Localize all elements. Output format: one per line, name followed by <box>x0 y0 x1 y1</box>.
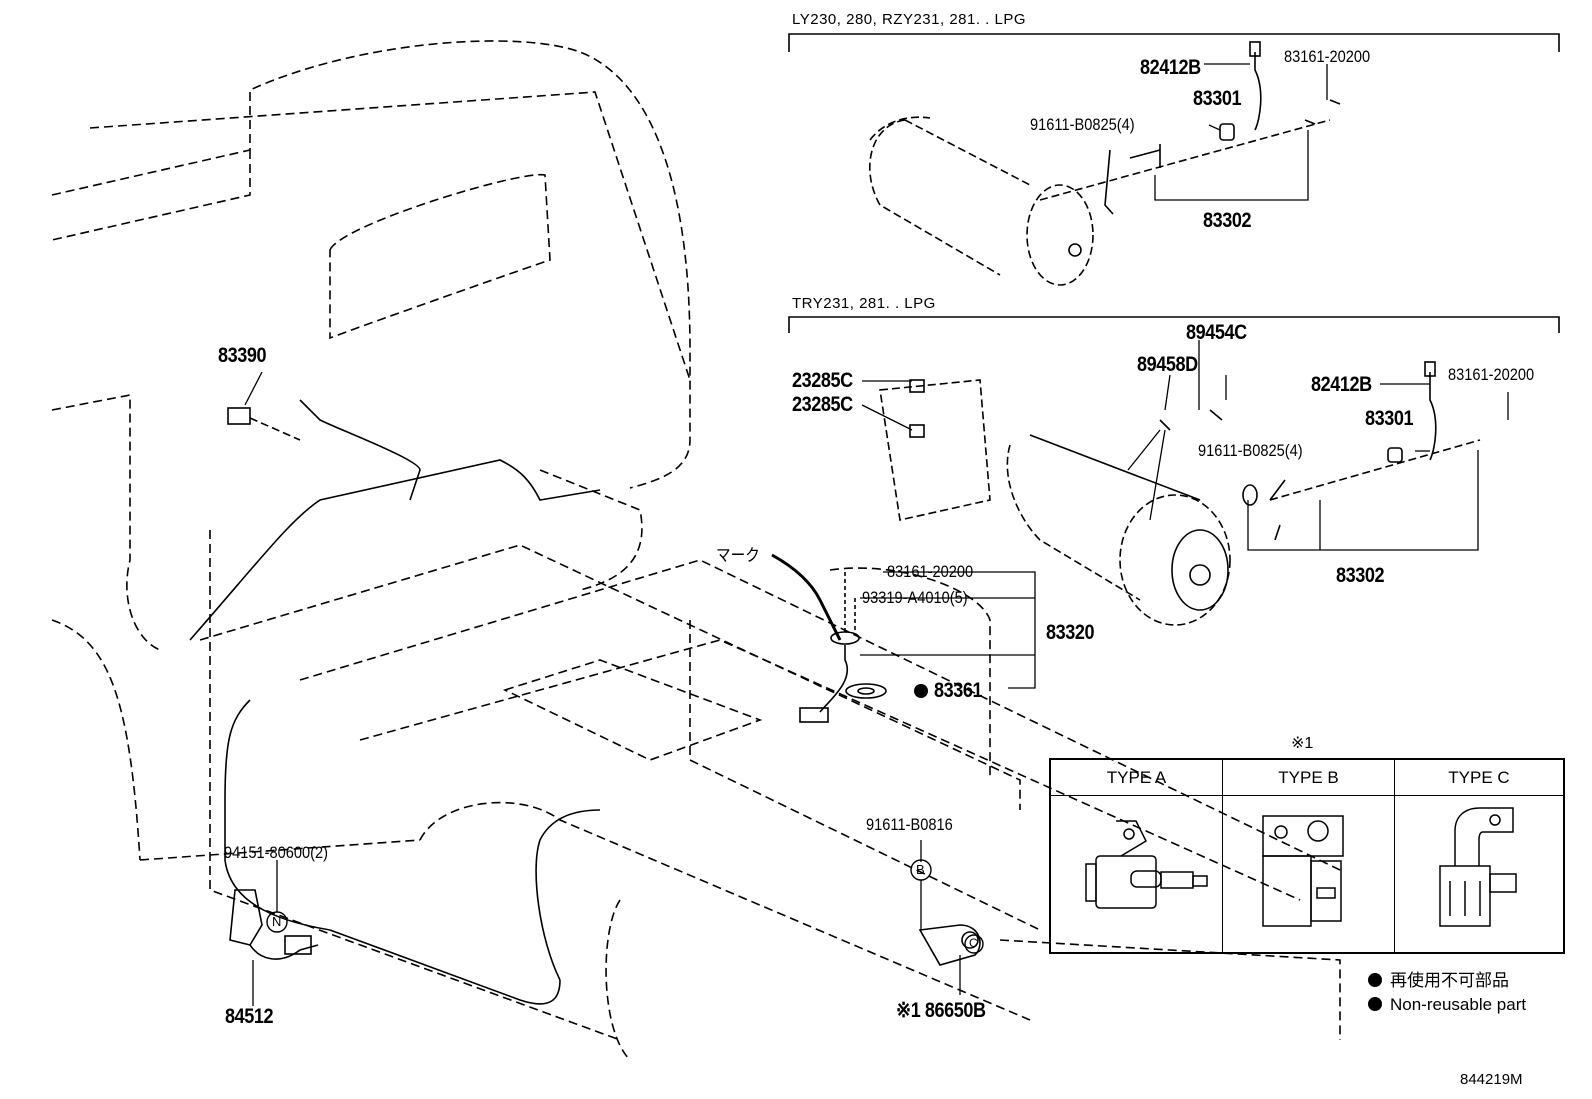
non-reusable-dot <box>914 684 928 698</box>
type-b-illustration <box>1223 796 1395 954</box>
vehicle-cab-outline <box>51 40 691 1041</box>
part-83320[interactable]: 83320 <box>1046 621 1095 644</box>
section-brackets <box>788 33 1560 333</box>
fuel-sender-assembly <box>799 572 887 723</box>
switch-83390 <box>227 399 421 501</box>
part-91611-B0825-upper[interactable]: 91611-B0825(4) <box>1030 115 1135 134</box>
type-table: TYPE A TYPE B TYPE C <box>1049 758 1565 954</box>
leader-lines <box>244 63 1509 1006</box>
part-83302-lower[interactable]: 83302 <box>1336 564 1385 587</box>
legend-dot-jp <box>1368 973 1382 987</box>
callout-C: C <box>969 936 978 950</box>
type-c-connector-icon <box>1439 807 1517 927</box>
part-86650B[interactable]: ※1 86650B <box>896 999 986 1022</box>
section-header-upper: LY230, 280, RZY231, 281. . LPG <box>792 11 1027 28</box>
part-91611-B0816[interactable]: 91611-B0816 <box>866 815 953 834</box>
type-b-connector-icon <box>1262 815 1344 927</box>
type-c-illustration <box>1395 796 1563 954</box>
section-header-lower: TRY231, 281. . LPG <box>792 295 936 312</box>
lpg-tank-upper <box>869 41 1341 286</box>
part-83302-upper[interactable]: 83302 <box>1203 209 1252 232</box>
part-89454C[interactable]: 89454C <box>1186 321 1247 344</box>
type-b-header: TYPE B <box>1223 760 1395 796</box>
mark-label: マーク <box>716 546 760 565</box>
part-83301-upper[interactable]: 83301 <box>1193 87 1242 110</box>
callout-N: N <box>272 914 282 929</box>
diagram-id: 844219M <box>1460 1071 1523 1088</box>
sensor-86650B <box>918 924 981 966</box>
legend-jp-text: 再使用不可部品 <box>1390 971 1509 990</box>
type-c-header: TYPE C <box>1395 760 1563 796</box>
part-93319-A4010[interactable]: 93319-A4010(5) <box>862 588 968 607</box>
lpg-tank-lower <box>879 361 1481 626</box>
part-91611-B0825-lower[interactable]: 91611-B0825(4) <box>1198 441 1303 460</box>
type-a-header: TYPE A <box>1051 760 1223 796</box>
part-83361[interactable]: 83361 <box>934 679 983 702</box>
part-83161-20200-upper[interactable]: 83161-20200 <box>1284 47 1371 66</box>
legend-non-reusable-jp: 再使用不可部品 <box>1368 972 1509 989</box>
type-table-note: ※1 <box>1291 735 1314 752</box>
type-a-connector-icon <box>1085 820 1208 909</box>
part-82412B-upper[interactable]: 82412B <box>1140 56 1201 79</box>
part-94151-80600[interactable]: 94151-80600(2) <box>224 843 329 862</box>
pipe-run <box>189 459 601 1005</box>
legend-non-reusable-en: Non-reusable part <box>1368 996 1526 1013</box>
legend-en-text: Non-reusable part <box>1390 995 1527 1014</box>
type-a-illustration <box>1051 796 1223 954</box>
part-82412B-lower[interactable]: 82412B <box>1311 373 1372 396</box>
switch-84512 <box>229 889 319 960</box>
callout-B: B <box>916 862 925 877</box>
part-89458D[interactable]: 89458D <box>1137 353 1198 376</box>
chassis-frame <box>199 469 1341 1061</box>
part-23285C-1[interactable]: 23285C <box>792 369 853 392</box>
legend-dot-en <box>1368 997 1382 1011</box>
part-23285C-2[interactable]: 23285C <box>792 393 853 416</box>
part-83301-lower[interactable]: 83301 <box>1365 407 1414 430</box>
part-84512[interactable]: 84512 <box>225 1005 274 1028</box>
part-83390[interactable]: 83390 <box>218 344 267 367</box>
part-83161-20200-lower[interactable]: 83161-20200 <box>1448 365 1535 384</box>
part-83161-20200-sender[interactable]: 83161-20200 <box>887 562 974 581</box>
